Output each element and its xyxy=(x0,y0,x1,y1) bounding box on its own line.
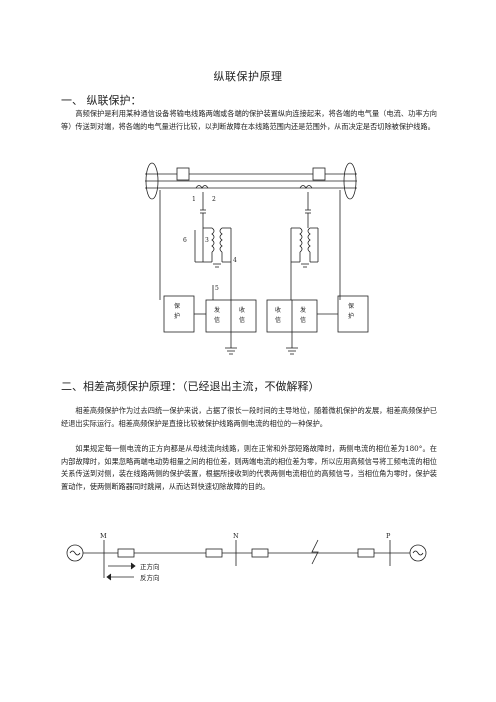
section-2-paragraph-2: 如果规定每一侧电流的正方向都是从母线流向线路，则在正常和外部短路故障时，两侧电流… xyxy=(61,444,437,491)
label-6: 6 xyxy=(183,237,187,244)
coupling-right xyxy=(299,185,313,189)
coupling-left xyxy=(195,185,209,189)
direction-diagram xyxy=(66,539,427,581)
transformer-secondary-right xyxy=(307,227,311,253)
recv-left-2: 信 xyxy=(239,316,245,324)
breaker-m xyxy=(117,548,135,558)
label-1: 1 xyxy=(192,196,196,203)
label-3: 3 xyxy=(205,237,209,244)
recv-left-1: 收 xyxy=(239,306,245,314)
label-reverse: 反方向 xyxy=(140,573,160,582)
send-left-2: 信 xyxy=(214,316,220,324)
prot-right-2: 护 xyxy=(348,312,354,320)
transformer-primary-right xyxy=(299,227,303,253)
fault-icon xyxy=(311,539,319,565)
right-bus-oval xyxy=(343,162,357,200)
label-4: 4 xyxy=(233,257,237,264)
breaker-n-right xyxy=(251,548,269,558)
label-n: N xyxy=(233,532,239,540)
breaker-n-left xyxy=(205,548,223,558)
breaker-p xyxy=(357,548,375,558)
left-bus-oval xyxy=(145,162,159,200)
send-right-1: 发 xyxy=(300,306,306,314)
label-forward: 正方向 xyxy=(140,562,160,571)
section-2-paragraph-1: 相差高频保护作为过去四统一保护来说，占据了很长一段时间的主导地位，随着微机保护的… xyxy=(61,406,437,428)
label-p: P xyxy=(386,532,391,540)
prot-right-1: 保 xyxy=(348,302,354,310)
section-1-heading: 一、 纵联保护： xyxy=(61,94,142,107)
recv-right-2: 信 xyxy=(275,316,281,324)
label-2: 2 xyxy=(212,196,216,203)
page-title: 纵联保护原理 xyxy=(213,70,283,83)
section-2-heading: 二、相差高频保护原理：（已经退出主流，不做解释） xyxy=(61,380,320,393)
prot-left-2: 护 xyxy=(174,312,180,320)
label-5: 5 xyxy=(215,285,219,292)
transformer-primary-left xyxy=(211,227,215,253)
transformer-secondary-left xyxy=(219,227,223,253)
label-m: M xyxy=(100,532,107,540)
send-left-1: 发 xyxy=(214,306,220,314)
section-1-paragraph: 高频保护是利用某种通信设备将输电线路两端或各端的保护装置纵向连接起来，将各端的电… xyxy=(61,109,437,131)
line-trap-right xyxy=(312,167,326,181)
send-right-2: 信 xyxy=(300,316,306,324)
recv-right-1: 收 xyxy=(275,306,281,314)
prot-left-1: 保 xyxy=(174,302,180,310)
line-trap-left xyxy=(176,167,190,181)
